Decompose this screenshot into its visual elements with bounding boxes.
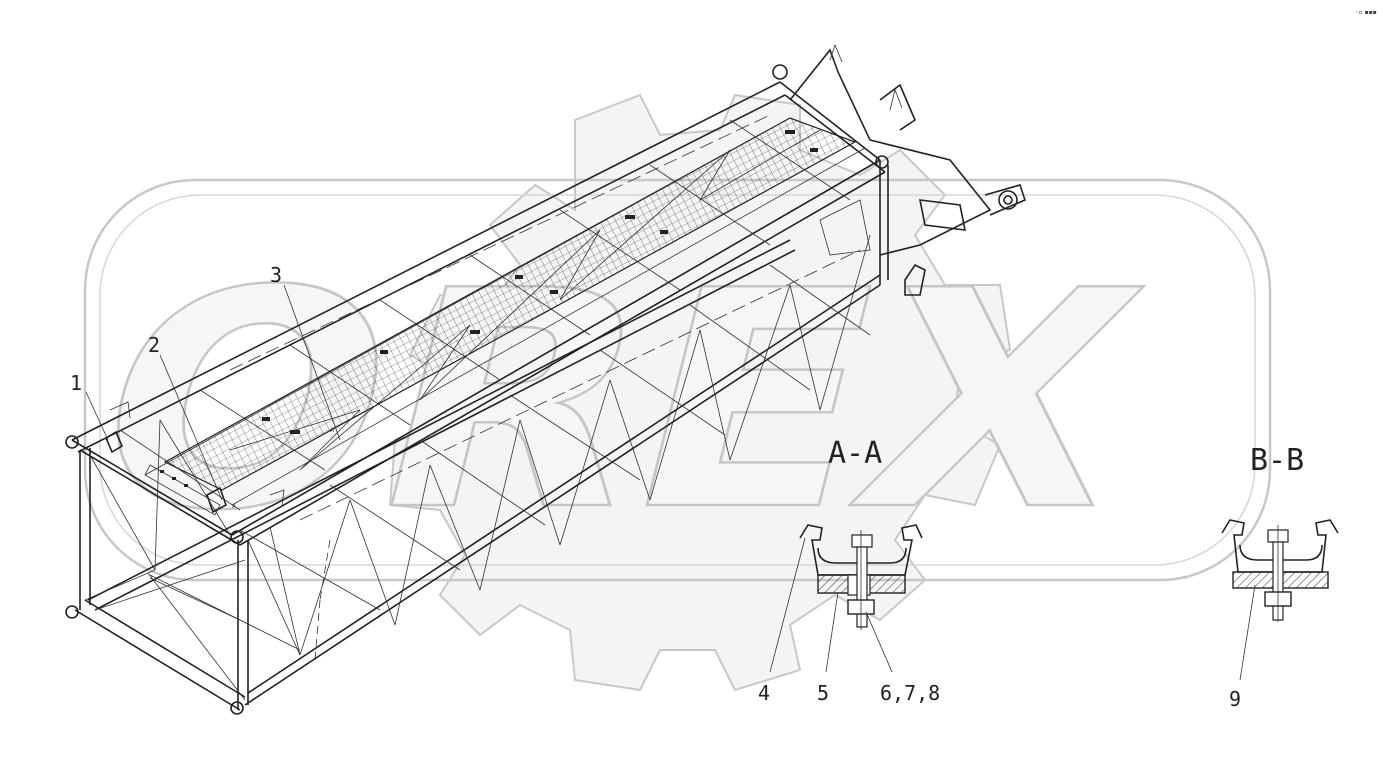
watermark-text: OREX — [61, 226, 1168, 576]
callout-9: 9 — [1229, 687, 1241, 711]
view-mark-a2: A — [232, 503, 237, 510]
boom-lattice — [65, 43, 1026, 715]
section-a-a-title: A-A — [828, 436, 882, 471]
callout-2: 2 — [148, 333, 160, 357]
section-a-a: A-A — [769, 436, 923, 673]
corner-mark: ◦▫ ▪▪▪ — [1355, 9, 1377, 16]
section-b-b: B-B — [1221, 443, 1339, 681]
callout-6-7-8: 6,7,8 — [880, 681, 940, 705]
section-b-b-title: B-B — [1250, 443, 1304, 478]
callout-3: 3 — [270, 263, 282, 287]
walkway-mesh — [163, 117, 857, 491]
callout-1: 1 — [70, 371, 82, 395]
callout-4: 4 — [758, 681, 770, 705]
watermark: OREX — [60, 93, 1272, 692]
callout-leaders — [85, 284, 341, 501]
view-mark-a1: A — [330, 427, 335, 434]
callout-5: 5 — [817, 681, 829, 705]
